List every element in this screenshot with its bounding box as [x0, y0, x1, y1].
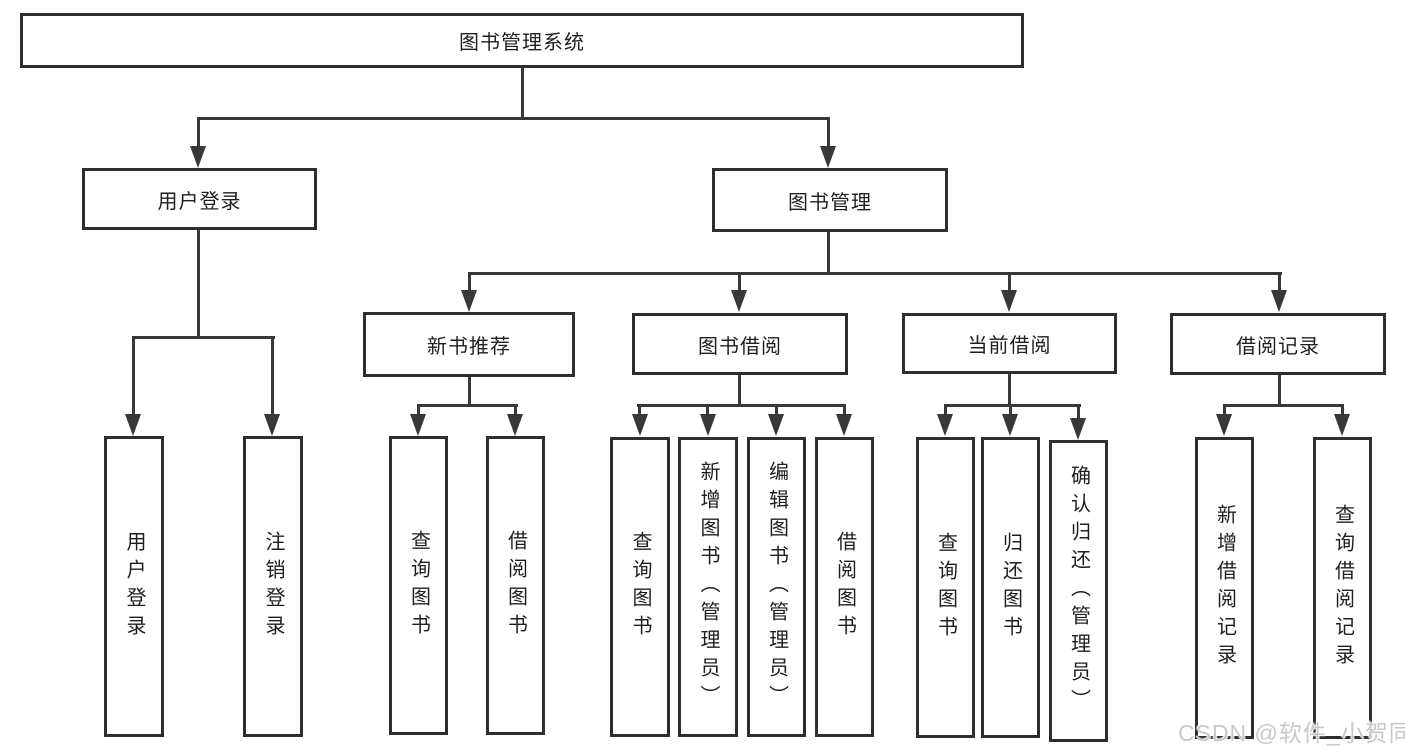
arrow-down-icon: [1070, 418, 1086, 440]
arrow-down-icon: [410, 414, 426, 436]
arrow-down-icon: [1271, 290, 1287, 312]
leaf-query-books-1-label: 查询图书: [407, 529, 430, 642]
arrow-down-icon: [190, 146, 206, 168]
connector-line: [944, 404, 1081, 407]
connector-line: [843, 404, 846, 418]
leaf-borrow-books-1-label: 借阅图书: [504, 529, 527, 642]
connector-line: [944, 404, 947, 418]
connector-line: [197, 230, 200, 338]
arrow-down-icon: [836, 414, 852, 436]
node-book-management-label: 图书管理: [788, 191, 872, 214]
leaf-borrow-books-2: 借阅图书: [815, 437, 874, 737]
connector-line: [738, 375, 741, 407]
connector-line: [1008, 374, 1011, 407]
connector-line: [827, 232, 830, 275]
connector-line: [1278, 375, 1281, 407]
arrow-down-icon: [632, 414, 648, 436]
connector-line: [1009, 404, 1012, 418]
node-new-book-recommend-label: 新书推荐: [427, 336, 511, 358]
connector-line: [1278, 272, 1281, 292]
connector-line: [417, 404, 518, 407]
connector-line: [775, 404, 778, 418]
leaf-edit-book-admin: 编辑图书（管理员）: [747, 437, 806, 737]
connector-line: [133, 336, 275, 339]
arrow-down-icon: [461, 290, 477, 312]
leaf-confirm-return-admin-label: 确认归还（管理员）: [1067, 465, 1090, 717]
node-borrow-records: 借阅记录: [1170, 313, 1386, 375]
connector-line: [1223, 404, 1344, 407]
leaf-user-login-label: 用户登录: [123, 530, 145, 643]
connector-line: [638, 404, 641, 418]
arrow-down-icon: [264, 414, 280, 436]
connector-line: [706, 404, 709, 418]
connector-line: [738, 272, 741, 292]
leaf-return-books: 归还图书: [981, 437, 1040, 738]
leaf-query-books-3-label: 查询图书: [934, 531, 957, 644]
arrow-down-icon: [731, 290, 747, 312]
leaf-borrow-books-1: 借阅图书: [486, 436, 545, 735]
leaf-query-books-2-label: 查询图书: [629, 531, 651, 643]
leaf-add-book-admin: 新增图书（管理员）: [678, 437, 738, 737]
leaf-confirm-return-admin: 确认归还（管理员）: [1049, 440, 1108, 742]
csdn-watermark: CSDN @软件_小贺同学: [1178, 720, 1405, 746]
leaf-logout: 注销登录: [243, 436, 303, 737]
leaf-query-borrow-record: 查询借阅记录: [1313, 437, 1372, 739]
connector-line: [132, 336, 135, 416]
connector-line: [637, 404, 846, 407]
node-current-borrow-label: 当前借阅: [967, 335, 1052, 357]
connector-line: [468, 375, 471, 407]
connector-line: [1077, 404, 1080, 420]
leaf-logout-label: 注销登录: [262, 530, 284, 643]
connector-line: [197, 117, 200, 149]
arrow-down-icon: [820, 146, 836, 168]
leaf-return-books-label: 归还图书: [999, 531, 1022, 644]
arrow-down-icon: [125, 414, 141, 436]
node-book-borrow-label: 图书借阅: [698, 335, 782, 358]
arrow-down-icon: [1216, 414, 1232, 436]
arrow-down-icon: [768, 414, 784, 436]
leaf-query-books-2: 查询图书: [610, 437, 670, 737]
leaf-borrow-books-2-label: 借阅图书: [833, 531, 856, 643]
arrow-down-icon: [1334, 414, 1350, 436]
node-current-borrow: 当前借阅: [902, 313, 1117, 374]
connector-line: [1341, 404, 1344, 418]
leaf-add-book-admin-label: 新增图书（管理员）: [697, 461, 719, 713]
leaf-add-borrow-record-label: 新增借阅记录: [1213, 504, 1236, 672]
connector-line: [1008, 272, 1011, 292]
connector-line: [417, 404, 420, 418]
arrow-down-icon: [937, 414, 953, 436]
node-user-login-label: 用户登录: [157, 190, 242, 213]
leaf-query-books-1: 查询图书: [389, 436, 448, 735]
node-root-label: 图书管理系统: [459, 32, 585, 54]
connector-line: [197, 117, 830, 120]
arrow-down-icon: [1001, 290, 1017, 312]
node-new-book-recommend: 新书推荐: [363, 312, 575, 377]
connector-line: [271, 336, 274, 416]
connector-line: [514, 404, 517, 418]
leaf-user-login: 用户登录: [104, 436, 164, 737]
arrow-down-icon: [507, 414, 523, 436]
connector-line: [1223, 404, 1226, 418]
leaf-query-books-3: 查询图书: [916, 437, 975, 738]
leaf-add-borrow-record: 新增借阅记录: [1195, 437, 1254, 739]
node-root: 图书管理系统: [20, 13, 1024, 68]
connector-line: [827, 117, 830, 149]
connector-line: [521, 67, 524, 120]
leaf-edit-book-admin-label: 编辑图书（管理员）: [765, 461, 788, 713]
node-book-management: 图书管理: [712, 168, 948, 232]
arrow-down-icon: [700, 414, 716, 436]
arrow-down-icon: [1002, 414, 1018, 436]
node-book-borrow: 图书借阅: [632, 313, 848, 375]
leaf-query-borrow-record-label: 查询借阅记录: [1331, 504, 1354, 672]
node-user-login: 用户登录: [82, 168, 317, 230]
node-borrow-records-label: 借阅记录: [1236, 335, 1320, 358]
connector-line: [468, 272, 471, 292]
connector-line: [468, 272, 1282, 275]
